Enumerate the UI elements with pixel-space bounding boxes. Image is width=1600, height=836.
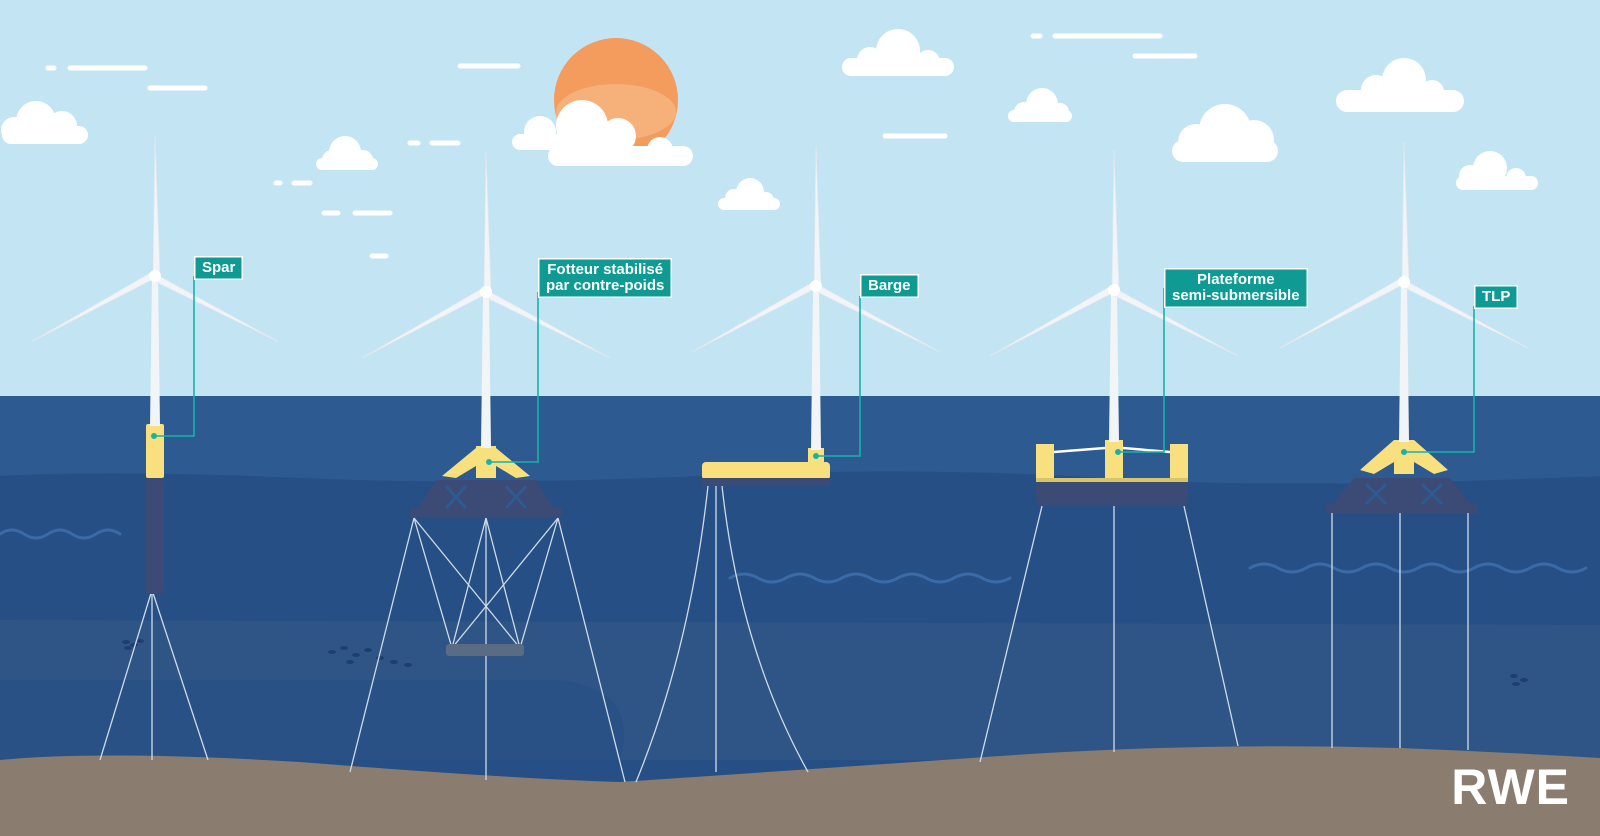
cloud-icon xyxy=(718,178,780,210)
semisub-pontoon xyxy=(1036,480,1188,506)
cloud-icon xyxy=(842,29,954,76)
turbine-semisub xyxy=(1036,440,1188,506)
wind-turbine-icon xyxy=(990,149,1238,442)
label-spar: Spar xyxy=(194,256,244,280)
wind-turbine-icon xyxy=(1280,141,1528,442)
seabed xyxy=(0,746,1600,836)
cloud-icon xyxy=(316,136,378,170)
turbine-tower-tlp xyxy=(1399,282,1409,442)
label-counterweight-line2: par contre-poids xyxy=(546,277,665,294)
turbine-hub-semisub xyxy=(1108,284,1120,296)
label-counterweight: Fotteur stabilisé par contre-poids xyxy=(538,258,673,298)
turbine-tower-semisub xyxy=(1109,290,1119,442)
turbine-hub-barge xyxy=(810,280,822,292)
cloud-icon xyxy=(1,101,88,144)
label-semisub-line2: semi-submersible xyxy=(1172,287,1300,304)
rwe-logo: RWE xyxy=(1451,759,1570,815)
wind-turbine-icon xyxy=(362,151,610,448)
label-tlp: TLP xyxy=(1474,285,1519,309)
label-tlp-text: TLP xyxy=(1482,288,1511,305)
label-barge: Barge xyxy=(860,274,919,298)
label-spar-text: Spar xyxy=(202,259,236,276)
leader-lines xyxy=(154,276,1475,463)
cloud-icon xyxy=(1172,104,1278,162)
cloud-icon xyxy=(1456,151,1538,190)
turbine-tower-spar xyxy=(150,276,160,426)
tlp-float xyxy=(1360,440,1448,474)
cloud-icon xyxy=(1336,58,1464,112)
wind-turbine-icon xyxy=(692,145,940,450)
turbine-counterweight xyxy=(410,446,562,656)
counterweight-float xyxy=(442,448,530,478)
turbine-spar xyxy=(146,424,164,594)
sky xyxy=(0,0,1600,400)
sea-deep-shadow xyxy=(0,680,624,760)
wave-icon xyxy=(0,528,1588,584)
semisub-column-center xyxy=(1105,440,1123,480)
turbine-hub-spar xyxy=(149,270,161,282)
cloud-icon xyxy=(1008,88,1072,122)
turbine-tower-barge xyxy=(811,286,821,450)
label-barge-text: Barge xyxy=(868,277,911,294)
turbine-tlp xyxy=(1326,440,1478,513)
turbine-hub-counterweight xyxy=(480,286,492,298)
spar-float xyxy=(146,424,164,478)
clouds xyxy=(1,29,1538,210)
label-semisub: Plateforme semi-submersible xyxy=(1164,268,1308,308)
turbine-hub-tlp xyxy=(1398,276,1410,288)
wind-streaks xyxy=(45,33,1198,259)
label-semisub-line1: Plateforme xyxy=(1197,271,1275,288)
semisub-column-right xyxy=(1170,444,1188,480)
mooring-lines xyxy=(99,485,1469,783)
spar-hull-submerged xyxy=(146,478,164,594)
fish-school-icon xyxy=(122,639,1528,686)
counterweight-mass xyxy=(446,644,524,656)
cloud-icon xyxy=(512,100,693,166)
barge-hull xyxy=(702,462,830,480)
label-counterweight-line1: Fotteur stabilisé xyxy=(547,261,664,278)
wind-turbine-icon xyxy=(31,135,279,426)
leader-dots xyxy=(151,433,1407,465)
semisub-column-left xyxy=(1036,444,1054,480)
turbines xyxy=(31,135,1528,450)
turbine-tower-counterweight xyxy=(481,292,491,448)
tlp-truss xyxy=(1330,478,1474,508)
